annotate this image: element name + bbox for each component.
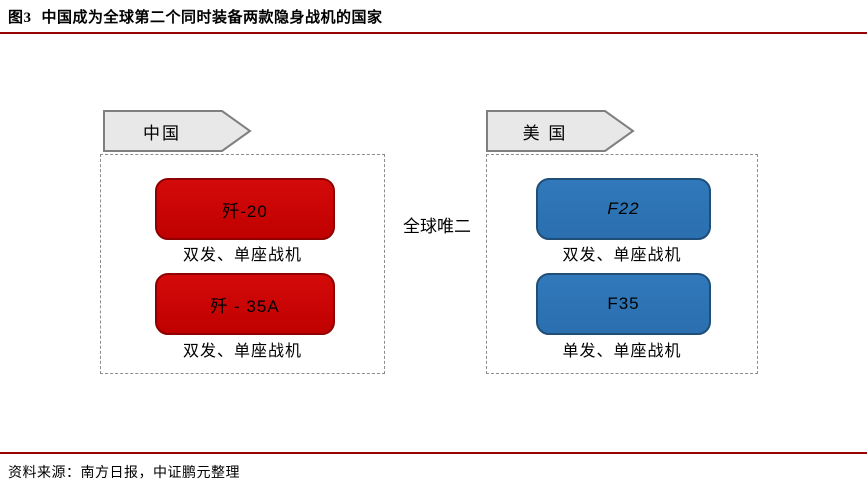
fighter-desc-j20: 双发、单座战机 — [182, 247, 302, 264]
fighter-name-j35a: 歼 - 35A — [210, 296, 280, 316]
fighter-desc-j35a: 双发、单座战机 — [182, 343, 302, 360]
figure-title-text: 中国成为全球第二个同时装备两款隐身战机的国家 — [41, 10, 383, 26]
usa-pennant-label: 美 国 — [522, 123, 568, 143]
source-line: 资料来源：南方日报，中证鹏元整理 — [8, 464, 240, 480]
fighter-box-f22: F22 — [536, 178, 711, 240]
fighter-box-j20: 歼-20 — [155, 178, 335, 240]
bottom-divider-rule — [0, 452, 867, 454]
pennant-arrow-shape — [486, 110, 635, 152]
fighter-box-j35a: 歼 - 35A — [155, 273, 335, 335]
fighter-name-f35: F35 — [607, 294, 640, 313]
fighter-desc-f22: 双发、单座战机 — [562, 247, 682, 264]
figure-number-label: 图3 — [8, 10, 32, 26]
center-note: 全球唯二 — [403, 217, 471, 236]
top-divider-rule — [0, 32, 867, 34]
pennant-arrow-shape — [103, 110, 252, 152]
china-pennant-label: 中国 — [143, 123, 181, 143]
fighter-box-f35: F35 — [536, 273, 711, 335]
fighter-desc-f35: 单发、单座战机 — [562, 343, 682, 360]
china-pennant: 中国 — [103, 110, 253, 152]
fighter-name-j20: 歼-20 — [222, 201, 268, 221]
usa-pennant: 美 国 — [486, 110, 636, 152]
usa-panel — [486, 154, 758, 374]
figure-title: 图3 中国成为全球第二个同时装备两款隐身战机的国家 — [8, 6, 383, 27]
fighter-name-f22: F22 — [607, 199, 640, 218]
